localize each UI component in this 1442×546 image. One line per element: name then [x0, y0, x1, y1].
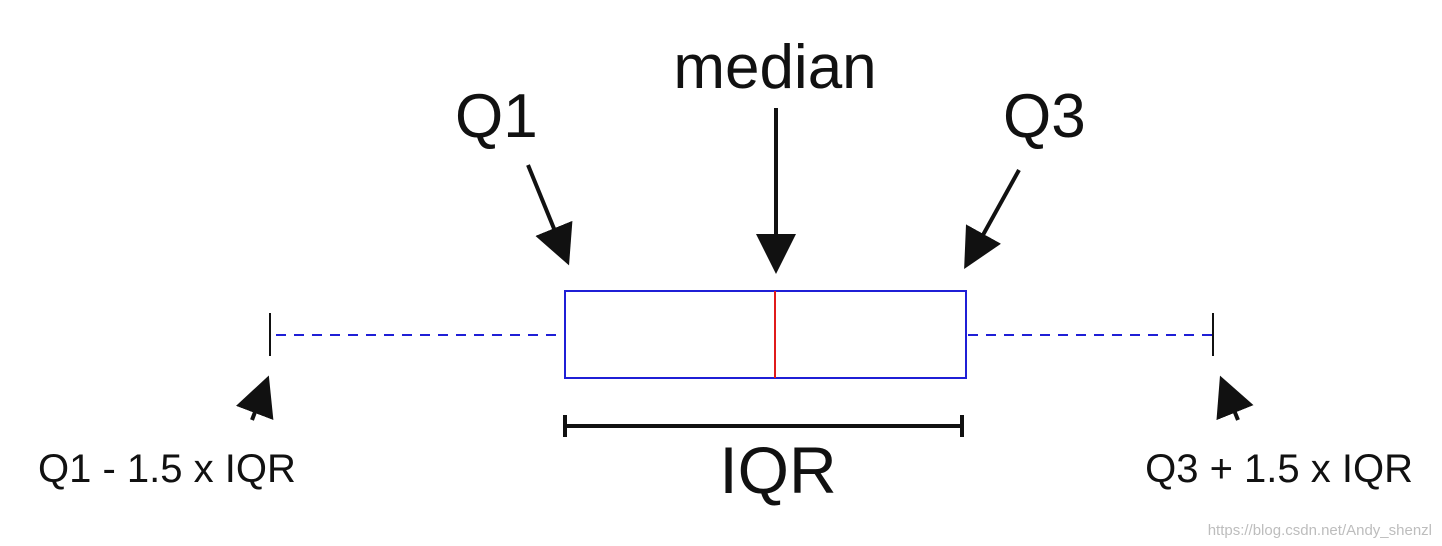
iqr-label: IQR [719, 433, 836, 507]
q3-arrow [964, 169, 1021, 269]
lower-fence-label: Q1 - 1.5 x IQR [38, 447, 296, 491]
q1-arrow [526, 164, 573, 266]
upper-fence-label: Q3 + 1.5 x IQR [1145, 447, 1413, 491]
q1-label: Q1 [455, 82, 538, 151]
watermark-text: https://blog.csdn.net/Andy_shenzl [1208, 522, 1432, 539]
q3-label: Q3 [1003, 82, 1086, 151]
iqr-box [564, 290, 967, 379]
median-label: median [673, 33, 876, 102]
upper-fence-arrow [1216, 375, 1254, 421]
lower-fence-arrow [235, 375, 274, 421]
